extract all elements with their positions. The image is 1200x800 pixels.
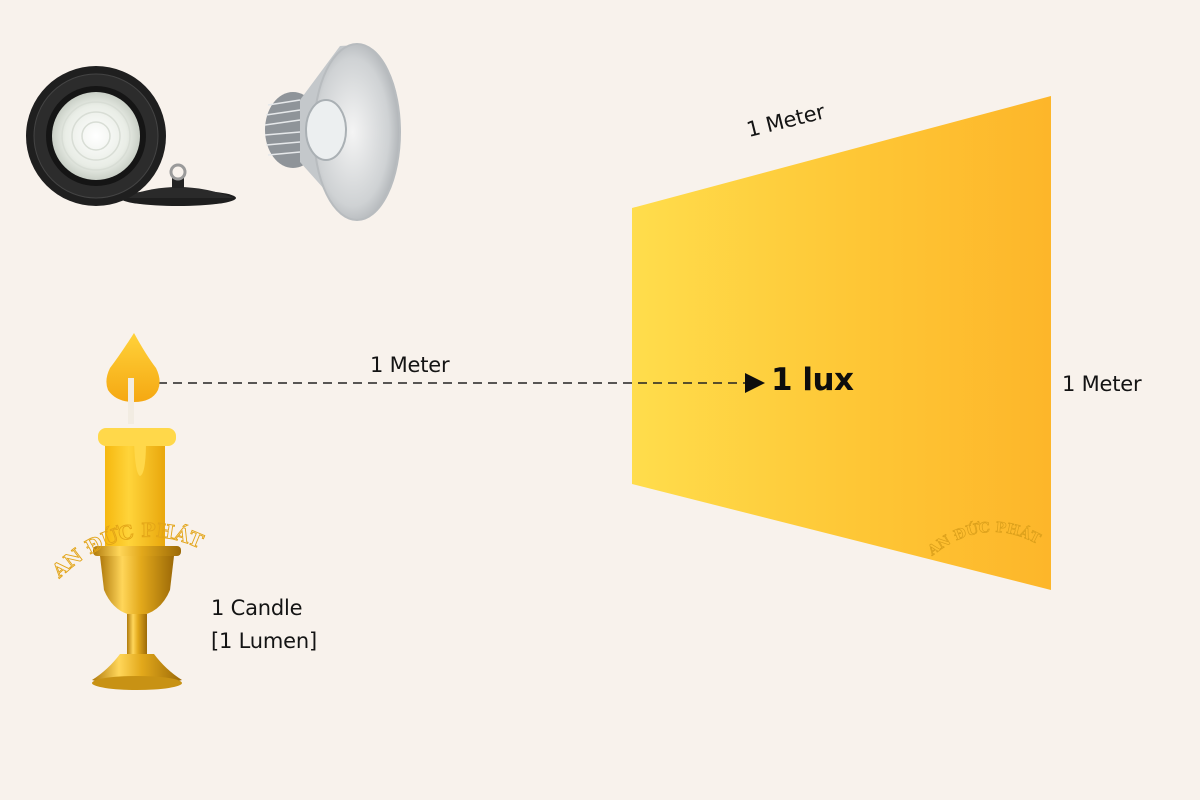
lux-value-label: 1 lux: [771, 362, 854, 398]
candle-label-line2: [1 Lumen]: [211, 629, 317, 653]
arrow-right-icon: [745, 373, 765, 393]
ufo-highbay-lamp-icon: [26, 66, 236, 206]
candle-icon: [92, 333, 182, 690]
distance-label: 1 Meter: [370, 353, 450, 377]
reflector-highbay-lamp-icon: [264, 43, 401, 221]
candle-label-line1: 1 Candle: [211, 596, 303, 620]
plane-right-edge-label: 1 Meter: [1062, 372, 1142, 396]
illuminated-plane: [632, 96, 1051, 590]
